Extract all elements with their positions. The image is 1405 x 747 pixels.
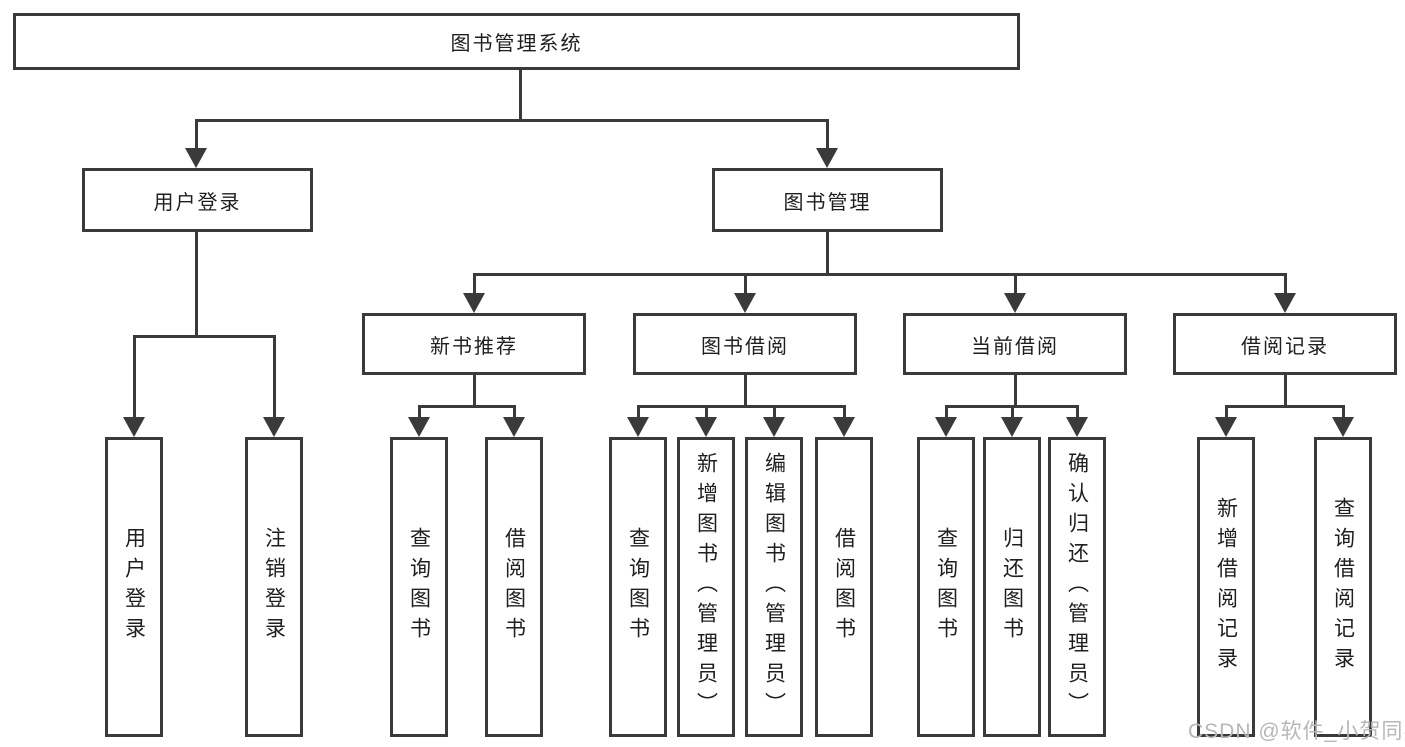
connector-drop-leaf <box>843 405 846 419</box>
leaf-query-books-1: 查询图书 <box>390 437 448 737</box>
leaf-query-books-3: 查询图书 <box>917 437 975 737</box>
connector-fork-new-books <box>418 405 516 408</box>
csdn-watermark: CSDN @软件_小贺同学 <box>1188 720 1405 743</box>
arrow-down-icon <box>763 417 785 437</box>
connector-user-login-stem <box>195 232 198 335</box>
arrow-down-icon <box>627 417 649 437</box>
connector-drop-login-leaf <box>133 335 136 419</box>
arrow-down-icon <box>1332 417 1354 437</box>
leaf-confirm-return-admin: 确认归还（管理员） <box>1048 437 1106 737</box>
node-root-system: 图书管理系统 <box>13 13 1020 70</box>
leaf-add-borrow-record: 新增借阅记录 <box>1197 437 1255 737</box>
arrow-down-icon <box>1274 293 1296 313</box>
leaf-edit-book-admin: 编辑图书（管理员） <box>745 437 803 737</box>
connector-drop-records <box>1284 273 1287 295</box>
node-new-book-recommend: 新书推荐 <box>362 313 586 375</box>
connector-drop-leaf <box>637 405 640 419</box>
connector-drop-logout-leaf <box>273 335 276 419</box>
arrow-down-icon <box>1066 417 1088 437</box>
node-borrowing-records: 借阅记录 <box>1173 313 1397 375</box>
connector-drop-leaf <box>705 405 708 419</box>
arrow-down-icon <box>263 417 285 437</box>
leaf-query-borrow-record: 查询借阅记录 <box>1314 437 1372 737</box>
leaf-add-book-admin: 新增图书（管理员） <box>677 437 735 737</box>
leaf-logout: 注销登录 <box>245 437 303 737</box>
connector-drop-leaf <box>1011 405 1014 419</box>
connector-root-stem <box>519 70 522 119</box>
connector-drop-leaf <box>418 405 421 419</box>
leaf-borrow-books-1: 借阅图书 <box>485 437 543 737</box>
connector-fork-records <box>1225 405 1345 408</box>
arrow-down-icon <box>503 417 525 437</box>
connector-records-stem <box>1284 375 1287 405</box>
connector-new-books-stem <box>473 375 476 405</box>
arrow-down-icon <box>1001 417 1023 437</box>
connector-book-mgmt-stem <box>826 232 829 273</box>
arrow-down-icon <box>1215 417 1237 437</box>
connector-drop-user-login <box>195 119 198 150</box>
connector-fork-borrow <box>637 405 846 408</box>
arrow-down-icon <box>695 417 717 437</box>
connector-drop-leaf <box>945 405 948 419</box>
arrow-down-icon <box>463 293 485 313</box>
node-book-borrowing: 图书借阅 <box>633 313 857 375</box>
node-current-borrowing: 当前借阅 <box>903 313 1127 375</box>
arrow-down-icon <box>185 148 207 168</box>
connector-fork-level2 <box>195 119 829 122</box>
connector-borrow-stem <box>744 375 747 405</box>
arrow-down-icon <box>123 417 145 437</box>
arrow-down-icon <box>734 293 756 313</box>
connector-drop-new-books <box>473 273 476 295</box>
connector-drop-leaf <box>1342 405 1345 419</box>
arrow-down-icon <box>935 417 957 437</box>
connector-drop-leaf <box>773 405 776 419</box>
connector-fork-level3 <box>473 273 1287 276</box>
connector-fork-user-login <box>133 335 276 338</box>
leaf-return-book: 归还图书 <box>983 437 1041 737</box>
connector-drop-leaf <box>1225 405 1228 419</box>
leaf-query-books-2: 查询图书 <box>609 437 667 737</box>
node-book-management-branch: 图书管理 <box>712 168 943 232</box>
leaf-borrow-books-2: 借阅图书 <box>815 437 873 737</box>
connector-drop-current <box>1014 273 1017 295</box>
arrow-down-icon <box>408 417 430 437</box>
connector-drop-book-mgmt <box>826 119 829 150</box>
connector-drop-borrow <box>744 273 747 295</box>
connector-current-stem <box>1014 375 1017 405</box>
connector-drop-leaf <box>1076 405 1079 419</box>
node-user-login-branch: 用户登录 <box>82 168 313 232</box>
leaf-user-login: 用户登录 <box>105 437 163 737</box>
connector-drop-leaf <box>513 405 516 419</box>
arrow-down-icon <box>833 417 855 437</box>
arrow-down-icon <box>1004 293 1026 313</box>
arrow-down-icon <box>816 148 838 168</box>
